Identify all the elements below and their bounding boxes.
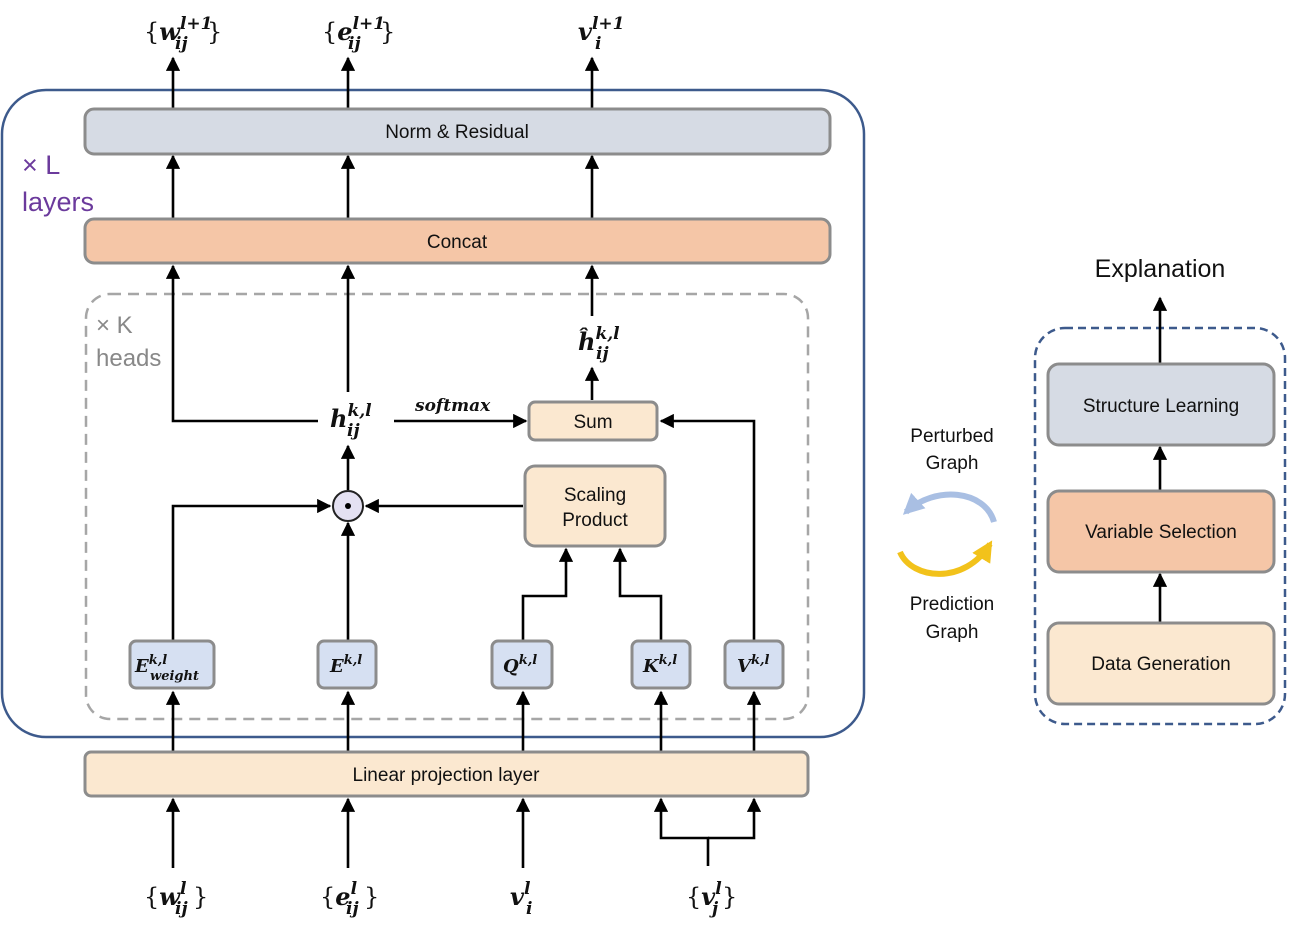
variable-selection-box <box>1046 489 1276 574</box>
sum-label: Sum <box>573 412 612 433</box>
proj-label-v: Vk,l <box>737 653 770 677</box>
data-generation-box <box>1046 621 1276 706</box>
concat-box <box>83 217 832 265</box>
head-repeat-times: × K <box>96 312 133 339</box>
linear-projection-box <box>83 750 810 798</box>
prediction-arrow-icon <box>897 540 993 577</box>
norm-residual-label: Norm & Residual <box>385 122 529 143</box>
layer-repeat-times: × L <box>22 150 60 180</box>
softmax-label: softmax <box>414 396 491 416</box>
head-repeat-word: heads <box>96 345 161 372</box>
linear-projection-label: Linear projection layer <box>353 765 541 786</box>
prediction-graph-line2: Graph <box>926 622 979 643</box>
proj-box-v <box>723 639 785 690</box>
explanation-title: Explanation <box>1095 255 1226 283</box>
proj-box-q <box>490 639 554 690</box>
perturbed-graph-line2: Graph <box>926 453 979 474</box>
layer-repeat-word: layers <box>22 187 94 217</box>
proj-label-k: Kk,l <box>642 653 677 677</box>
scaling-product-label-line2: Product <box>562 510 628 531</box>
proj-label-e: Ek,l <box>329 653 362 677</box>
sum-box <box>527 400 659 442</box>
prediction-graph-line1: Prediction <box>910 594 995 615</box>
proj-label-q: Qk,l <box>503 653 537 677</box>
hadamard-dot <box>345 503 351 509</box>
scaling-product-box <box>523 464 667 548</box>
data-generation-label: Data Generation <box>1091 654 1230 675</box>
layer-frame <box>0 88 866 739</box>
norm-residual-box <box>83 107 832 156</box>
structure-learning-label: Structure Learning <box>1083 396 1239 417</box>
head-frame <box>84 292 810 721</box>
proj-box-k <box>630 639 692 690</box>
scaling-product-label-line1: Scaling <box>564 485 626 506</box>
variable-selection-label: Variable Selection <box>1085 522 1237 543</box>
connections <box>165 56 762 868</box>
proj-box-e-weight <box>128 639 216 690</box>
structure-learning-box <box>1046 362 1276 447</box>
perturbed-graph-line1: Perturbed <box>910 426 993 447</box>
concat-label: Concat <box>427 232 488 253</box>
perturbed-arrow-icon <box>902 491 997 524</box>
proj-box-e <box>316 639 378 690</box>
